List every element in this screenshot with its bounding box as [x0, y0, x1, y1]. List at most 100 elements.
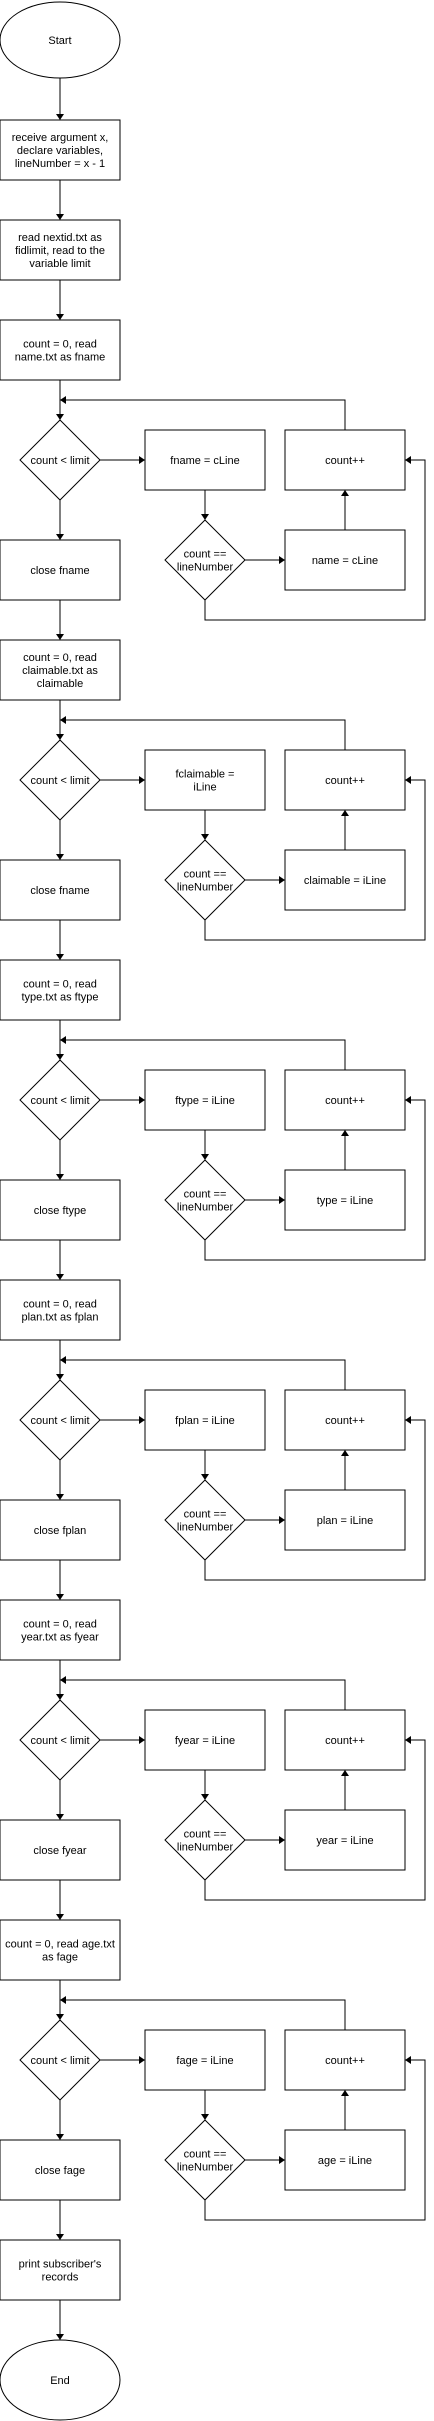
loop-6-connector-close-to-next-arrowhead — [56, 2234, 64, 2240]
loop-5-connector-condition-to-close-arrowhead — [56, 1814, 64, 1820]
loop-3-connector-close-to-next-arrowhead — [56, 1274, 64, 1280]
loop-3-init-process — [0, 959, 121, 1021]
loop-3-read-label: ftype = iLine — [175, 1095, 235, 1107]
loop-5-connector-check-false-to-incr-arrowhead — [405, 1736, 411, 1744]
loop-6-connector-init-to-condition-arrowhead — [56, 2014, 64, 2020]
loop-5-read-process — [144, 1709, 266, 1771]
loop-2-connector-read-to-check-arrowhead — [201, 834, 209, 840]
loop-6-connector-check-to-assign-arrowhead — [279, 2156, 285, 2164]
loop-6-assign-label: age = iLine — [318, 2155, 372, 2167]
loop-4-connector-close-to-next-arrowhead — [56, 1594, 64, 1600]
loop-1-close-label: close fname — [30, 565, 89, 577]
loop-1-assign-process — [284, 529, 406, 591]
loop-6-connector-incr-loop-back-arrowhead — [60, 1996, 66, 2004]
loop-2-close-label: close fname — [30, 885, 89, 897]
loop-4-connector-init-to-condition-arrowhead — [56, 1374, 64, 1380]
loop-3-connector-condition-to-close-arrowhead — [56, 1174, 64, 1180]
loop-6-connector-check-false-to-incr — [204, 2059, 426, 2221]
loop-5-incr-label: count++ — [325, 1735, 365, 1747]
print-process — [0, 2239, 121, 2301]
loop-6-assign-process — [284, 2129, 406, 2191]
loop-4-connector-check-false-to-incr-arrowhead — [405, 1416, 411, 1424]
loop-4-connector-check-false-to-incr — [204, 1419, 426, 1581]
loop-2-read-process — [144, 749, 266, 811]
loop-2-assign-process — [284, 849, 406, 911]
loop-1-connector-condition-to-close-arrowhead — [56, 534, 64, 540]
loop-5-connector-incr-loop-back-arrowhead — [60, 1676, 66, 1684]
loop-4-read-label: fplan = iLine — [175, 1415, 235, 1427]
loop-1-connector-init-to-condition-arrowhead — [56, 414, 64, 420]
loop-1-assign-label: name = cLine — [312, 555, 378, 567]
loop-2-init-process — [0, 639, 121, 701]
loop-5-connector-init-to-condition-arrowhead — [56, 1694, 64, 1700]
loop-2-connector-incr-loop-back-arrowhead — [60, 716, 66, 724]
loop-2-read-label: fclaimable =iLine — [175, 769, 234, 794]
loop-4-check-label: count ==lineNumber — [177, 1509, 234, 1534]
loop-2-connector-check-false-to-incr — [204, 779, 426, 941]
loop-2-connector-close-to-next-arrowhead — [56, 954, 64, 960]
loop-6-incr-label: count++ — [325, 2055, 365, 2067]
loop-3-connector-check-to-assign-arrowhead — [279, 1196, 285, 1204]
loop-1-connector-read-to-check-arrowhead — [201, 514, 209, 520]
loop-1-init-process — [0, 319, 121, 381]
loop-3-assign-label: type = iLine — [317, 1195, 374, 1207]
loop-4-assign-process — [284, 1489, 406, 1551]
loop-6-connector-incr-loop-back — [60, 1999, 346, 2030]
loop-1-connector-close-to-next-arrowhead — [56, 634, 64, 640]
loop-3-close-label: close ftype — [34, 1205, 87, 1217]
loop-1-connector-incr-loop-back-arrowhead — [60, 396, 66, 404]
loop-3-connector-condition-to-read-arrowhead — [139, 1096, 145, 1104]
loop-4-connector-incr-loop-back-arrowhead — [60, 1356, 66, 1364]
loop-5-connector-check-to-assign-arrowhead — [279, 1836, 285, 1844]
loop-4-incr-label: count++ — [325, 1415, 365, 1427]
loop-1-connector-check-false-to-incr-arrowhead — [405, 456, 411, 464]
loop-5-connector-read-to-check-arrowhead — [201, 1794, 209, 1800]
loop-3-read-process — [144, 1069, 266, 1131]
loop-3-connector-init-to-condition-arrowhead — [56, 1054, 64, 1060]
loop-5-connector-check-false-to-incr — [204, 1739, 426, 1901]
loop-1-read-label: fname = cLine — [170, 455, 239, 467]
connector-print-to-end-arrowhead — [56, 2334, 64, 2340]
loop-2-incr-process — [284, 749, 406, 811]
receive-process — [0, 119, 121, 181]
loop-1-connector-condition-to-read-arrowhead — [139, 456, 145, 464]
loop-5-connector-assign-to-incr-arrowhead — [341, 1770, 349, 1776]
loop-3-close-process — [0, 1179, 121, 1241]
loop-1-close-process — [0, 539, 121, 601]
loop-3-connector-check-false-to-incr-arrowhead — [405, 1096, 411, 1104]
loop-6-connector-assign-to-incr-arrowhead — [341, 2090, 349, 2096]
loop-6-close-process — [0, 2139, 121, 2201]
loop-6-condition-label: count < limit — [31, 2055, 90, 2067]
loop-4-assign-label: plan = iLine — [317, 1515, 374, 1527]
loop-4-connector-incr-loop-back — [60, 1359, 346, 1390]
connector-receive-to-read-nextid-arrowhead — [56, 214, 64, 220]
loop-5-connector-incr-loop-back — [60, 1679, 346, 1710]
loop-2-assign-label: claimable = iLine — [304, 875, 386, 887]
loop-2-connector-condition-to-read-arrowhead — [139, 776, 145, 784]
loop-5-incr-process — [284, 1709, 406, 1771]
loop-5-check-label: count ==lineNumber — [177, 1829, 234, 1854]
loop-1-check-label: count ==lineNumber — [177, 549, 234, 574]
loop-1-connector-check-to-assign-arrowhead — [279, 556, 285, 564]
loop-2-connector-assign-to-incr-arrowhead — [341, 810, 349, 816]
end-terminal — [0, 2339, 121, 2421]
loop-4-connector-condition-to-close-arrowhead — [56, 1494, 64, 1500]
loop-3-connector-incr-loop-back-arrowhead — [60, 1036, 66, 1044]
loop-2-condition-label: count < limit — [31, 775, 90, 787]
loop-1-condition-label: count < limit — [31, 455, 90, 467]
loop-5-read-label: fyear = iLine — [175, 1735, 235, 1747]
connector-read-nextid-to-init-1-arrowhead — [56, 314, 64, 320]
loop-6-close-label: close fage — [35, 2165, 85, 2177]
loop-1-incr-process — [284, 429, 406, 491]
loop-2-check-label: count ==lineNumber — [177, 869, 234, 894]
loop-3-condition-label: count < limit — [31, 1095, 90, 1107]
loop-6-connector-condition-to-close-arrowhead — [56, 2134, 64, 2140]
loop-6-connector-condition-to-read-arrowhead — [139, 2056, 145, 2064]
loop-4-connector-read-to-check-arrowhead — [201, 1474, 209, 1480]
